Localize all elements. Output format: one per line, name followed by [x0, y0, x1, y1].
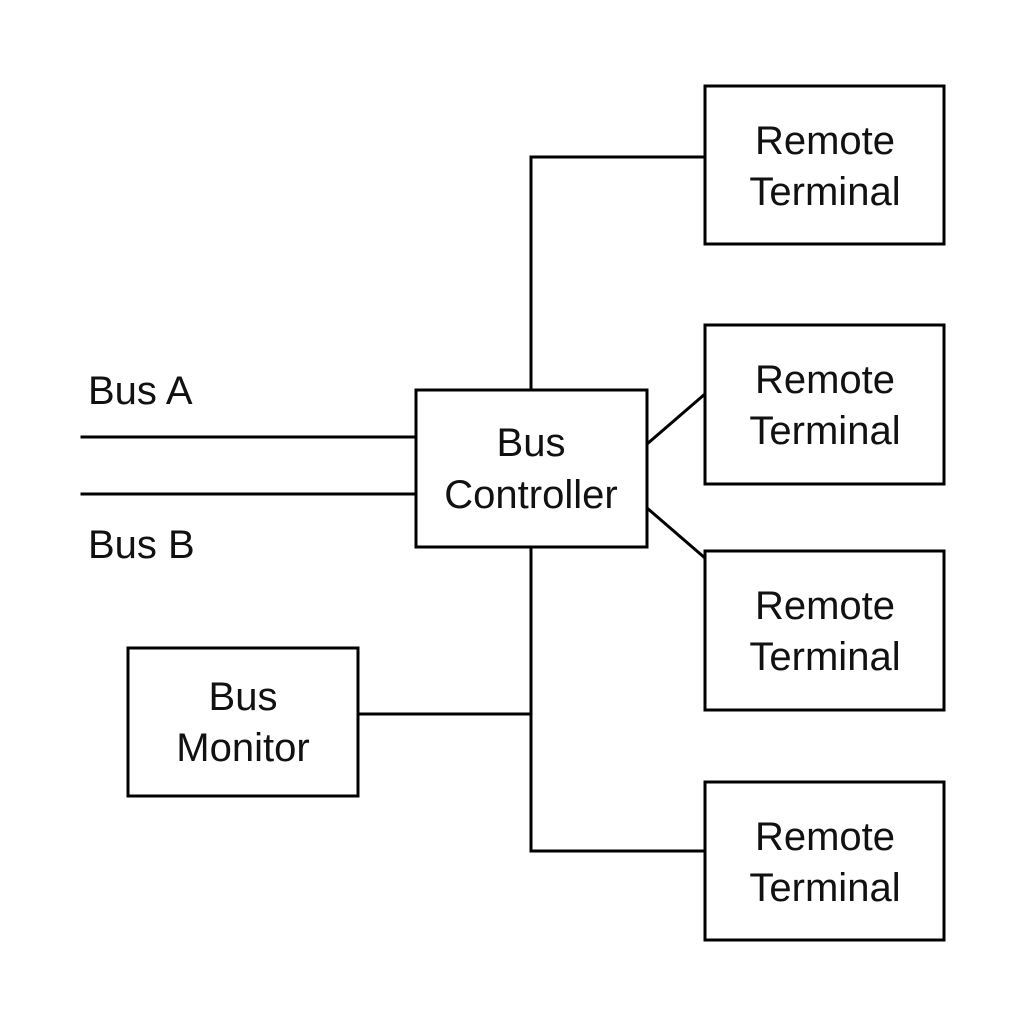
remote-terminal-frame [703, 84, 946, 246]
bus-monitor-box: Bus Monitor [126, 646, 360, 798]
connector-controller-to-terminal-1 [529, 155, 707, 391]
bus-monitor-label-line1: Bus [209, 675, 278, 719]
remote-terminal-label-line2: Terminal [749, 635, 900, 679]
connector-controller-to-terminal-3 [644, 505, 708, 561]
remote-terminal-label-line2: Terminal [749, 866, 900, 910]
bus-monitor-label-line2: Monitor [176, 726, 309, 770]
remote-terminal-frame [703, 549, 946, 712]
remote-terminal-3-box: Remote Terminal [703, 549, 946, 712]
remote-terminal-frame [703, 780, 946, 942]
connector-controller-to-terminal-2 [644, 391, 708, 447]
remote-terminal-4-box: Remote Terminal [703, 780, 946, 942]
remote-terminal-label-line1: Remote [755, 584, 895, 628]
bus-controller-label-line2: Controller [444, 473, 617, 517]
remote-terminal-frame [703, 323, 946, 486]
remote-terminal-label-line2: Terminal [749, 170, 900, 214]
bus-b-label: Bus B [88, 523, 195, 567]
remote-terminal-label-line2: Terminal [749, 409, 900, 453]
bus-controller-label-line1: Bus [497, 421, 566, 465]
remote-terminal-label-line1: Remote [755, 815, 895, 859]
remote-terminal-1-box: Remote Terminal [703, 84, 946, 246]
remote-terminal-label-line1: Remote [755, 358, 895, 402]
remote-terminal-2-box: Remote Terminal [703, 323, 946, 486]
bus-controller-frame [414, 388, 649, 549]
bus-a-label: Bus A [88, 369, 193, 413]
bus-monitor-frame [126, 646, 360, 798]
remote-terminal-label-line1: Remote [755, 119, 895, 163]
connector-controller-to-terminal-4 [529, 545, 707, 853]
bus-controller-box: Bus Controller [414, 388, 649, 549]
